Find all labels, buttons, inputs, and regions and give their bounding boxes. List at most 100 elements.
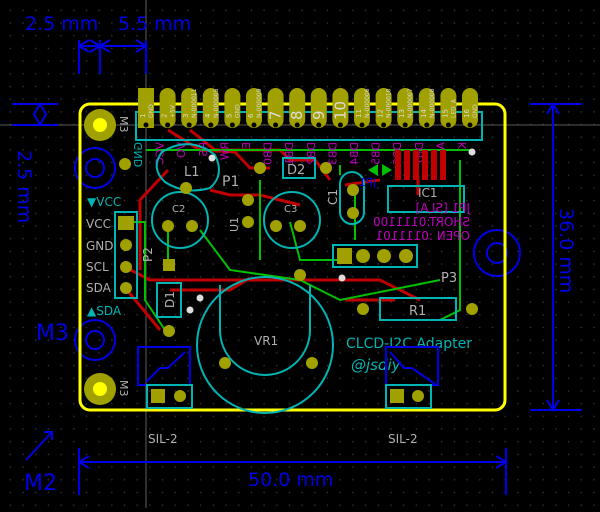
back-silk-label: A (434, 142, 447, 150)
sil2-left[interactable] (137, 346, 193, 409)
dimension-label-left: 2.5 mm (13, 150, 35, 223)
dimension-bottom[interactable] (77, 448, 508, 495)
p2-pin-vcc: VCC (86, 217, 111, 231)
c1-label: C1 (326, 189, 340, 205)
c2-label: C2 (172, 204, 185, 215)
header-pin-9[interactable]: 9 (310, 88, 328, 128)
header-pin-net: N-000006 (364, 88, 371, 118)
resistor-r1-outline (379, 297, 457, 321)
potentiometer-vr1-outline (196, 276, 334, 414)
ic1-label: IC1 (418, 186, 438, 200)
header-pin-label: 2 (161, 114, 169, 118)
dimension-right[interactable] (530, 102, 582, 412)
back-silk-label: DB3 (326, 142, 339, 165)
m3-label: M3 (36, 321, 69, 346)
p2-pin-sda: SDA (86, 281, 112, 295)
vr1-pad-2[interactable] (219, 357, 231, 369)
header-pin-net: N-000007 (407, 88, 414, 118)
connector-p2-pads[interactable] (118, 216, 134, 294)
d1-label: D1 (163, 291, 177, 308)
header-pin-net: GND (148, 104, 155, 118)
header-pin-label: 10 (331, 101, 349, 120)
back-silk-label: K (456, 142, 469, 150)
d2-label: D2 (287, 163, 305, 178)
mount-hole-outlines[interactable] (74, 147, 521, 361)
sil2-left-label: SIL-2 (148, 432, 178, 446)
diode-d1-outline (156, 282, 182, 318)
vias (119, 158, 359, 281)
inductor-l1-outline (155, 143, 220, 192)
back-silk-label: DB5 (370, 142, 383, 165)
r1-pad-2[interactable] (466, 303, 478, 315)
header-p1-outline (135, 111, 483, 141)
header-pin-label: 4 (204, 113, 212, 118)
header-pin-label: 1 (139, 114, 147, 118)
r1-pad-1[interactable] (357, 303, 369, 315)
connector-p2-outline (114, 211, 138, 299)
header-pin-10[interactable]: 10 (331, 88, 349, 128)
header-pin-net: N-000009 (256, 88, 263, 118)
dimension-left[interactable] (12, 102, 58, 128)
back-silk-label: DB4 (348, 142, 361, 165)
header-pin-label: 9 (310, 110, 328, 120)
mount-pads[interactable] (84, 109, 116, 405)
header-pin-label: 8 (288, 110, 306, 120)
header-pin-net: +5V (170, 104, 177, 118)
dimension-top[interactable] (77, 39, 148, 74)
p2-pin-gnd: GND (86, 239, 114, 253)
jp1-note-short: SHORT:0111100 (373, 215, 470, 229)
r1-label: R1 (409, 304, 426, 319)
header-pin-net: GND (472, 104, 479, 118)
header-pin-2[interactable]: 2+5V (159, 88, 177, 128)
m3-silk-top: M3 (117, 116, 130, 133)
c3-label: C3 (284, 204, 297, 215)
d1-pad-1[interactable] (163, 259, 175, 271)
header-pin-label: 16 (463, 109, 471, 118)
l1-label: L1 (184, 165, 200, 180)
header-pin-net: N-000011 (191, 88, 198, 118)
p2-label: P2 (141, 247, 155, 262)
through-vias (186, 148, 476, 314)
u1-label: U1 (228, 217, 241, 232)
back-silk-label: GND (132, 142, 145, 167)
header-back-silk-labels: GNDVCCVORSRWEDB0DB1DB2DB3DB4DB5DB6DB7AK (132, 142, 469, 167)
dimension-label-2-5mm: 2.5 mm (25, 13, 98, 35)
dimension-label-50mm: 50.0 mm (248, 469, 333, 491)
m3-silk-bottom: M3 (117, 380, 130, 397)
d1-pad-2[interactable] (163, 325, 175, 337)
connector-p3-pads[interactable] (337, 248, 413, 264)
header-pin-net: N-000005 (213, 88, 220, 118)
header-pin-7[interactable]: 7 (267, 88, 285, 128)
sil2-right[interactable] (385, 346, 439, 409)
capacitor-c1-outline (339, 171, 365, 225)
header-pin-label: 6 (247, 113, 255, 118)
board-author: @jsdiy (351, 356, 402, 374)
header-pin-net: LED_A (450, 98, 457, 118)
p3-label: P3 (441, 271, 457, 286)
jp1-pads[interactable] (368, 164, 392, 176)
header-pin-net: N-000010 (386, 88, 393, 118)
vr1-pad-1[interactable] (306, 357, 318, 369)
connector-p3-outline (332, 244, 418, 268)
header-pin-label: 3 (182, 114, 190, 118)
header-pin-label: 15 (441, 109, 449, 118)
jp1-note: JP1 [SLA] SHORT:0111100 OPEN :0111101 (373, 201, 471, 243)
header-pin-label: 13 (398, 109, 406, 118)
jp1-label: JP1 (359, 176, 377, 189)
header-pin-8[interactable]: 8 (288, 88, 306, 128)
back-silk-label: E (240, 142, 253, 149)
